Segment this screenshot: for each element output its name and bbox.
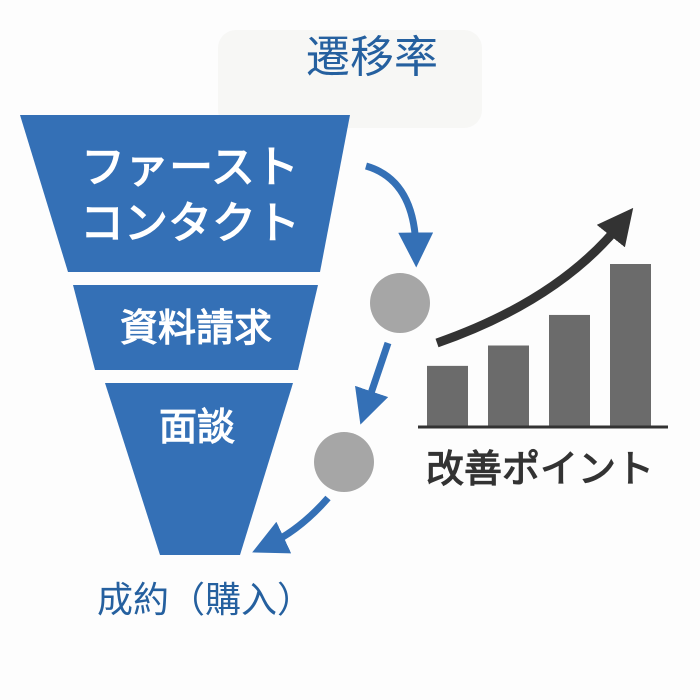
bar-2 [488, 345, 529, 427]
funnel-stage-meeting [105, 383, 293, 555]
upward-trend-arrow-icon [435, 207, 634, 348]
stage3-label: 面談 [159, 405, 235, 449]
flow-arrow-1 [364, 162, 434, 268]
dropoff-circle-2 [314, 432, 374, 492]
flow-arrow-2 [355, 341, 392, 425]
stage2-label: 資料請求 [120, 306, 272, 350]
result-label: 成約（購入） [97, 580, 313, 621]
title: 遷移率 [306, 32, 438, 83]
stage1-label-line1: ファースト [81, 142, 299, 193]
flow-arrow-3 [252, 495, 331, 554]
dropoff-circle-1 [370, 273, 430, 333]
bar-1 [427, 365, 468, 427]
title-background [218, 30, 482, 128]
bar-4 [610, 264, 651, 427]
funnel-stage-first-contact [20, 115, 350, 272]
funnel-stage-document-request [73, 285, 318, 370]
improvement-label: 改善ポイント [426, 447, 654, 491]
improvement-bar-chart [427, 264, 651, 427]
bar-3 [549, 314, 590, 427]
stage1-label-line2: コンタクト [80, 198, 300, 249]
